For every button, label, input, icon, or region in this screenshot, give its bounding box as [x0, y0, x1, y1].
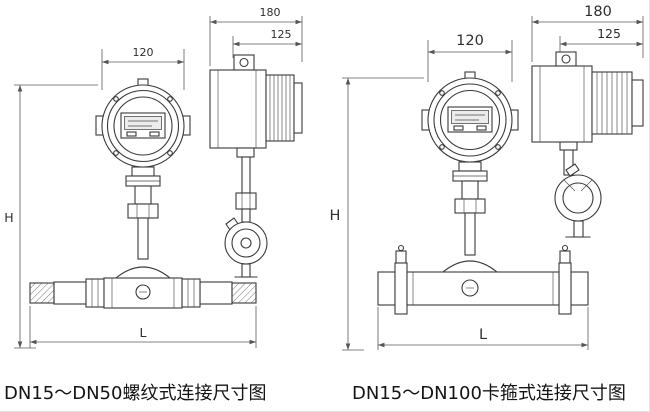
- head-bolt: [113, 96, 119, 102]
- cap-end: [293, 82, 303, 134]
- head-bolt: [167, 96, 173, 102]
- right-transmitter-head: [421, 71, 519, 163]
- stem-side: [563, 149, 574, 176]
- head-housing-side: [531, 65, 593, 143]
- right-dim-width: [427, 40, 513, 82]
- head-bolt: [113, 150, 119, 156]
- left-meter-body: [29, 166, 257, 309]
- left-height-label: H: [4, 210, 13, 225]
- cable-entry: [561, 54, 571, 64]
- left-dim-width: [101, 49, 185, 90]
- nameplate-mark: [135, 284, 151, 300]
- right-dim-length: [377, 307, 589, 350]
- left-dim-length: [29, 306, 257, 348]
- ferrule-right: [570, 271, 589, 306]
- hex-coupling: [127, 203, 159, 219]
- right-dim-depth: [531, 16, 644, 62]
- left-side-depth-label: 180: [260, 6, 281, 19]
- head-bolt: [495, 90, 501, 96]
- neck-side: [559, 141, 578, 151]
- left-side-body-label: 125: [271, 28, 292, 41]
- clamp-band-right: [558, 262, 572, 315]
- left-dim-body: [232, 36, 302, 58]
- right-front-view: 120 H L: [330, 33, 589, 351]
- neck: [458, 161, 482, 172]
- neck: [131, 166, 155, 177]
- right-front-width-label: 120: [456, 33, 484, 49]
- right-height-label: H: [330, 208, 341, 224]
- neck-side: [236, 147, 255, 158]
- right-side-depth-label: 180: [584, 4, 612, 20]
- thread-end-left: [29, 282, 55, 304]
- stem: [134, 185, 152, 205]
- panel-button: [453, 125, 464, 131]
- right-side-view: 180 125: [531, 4, 644, 238]
- left-transmitter-head: [95, 78, 191, 168]
- clamp-ring: [554, 174, 602, 222]
- left-length-label: L: [140, 325, 147, 340]
- head-bolt: [495, 144, 501, 150]
- right-dim-height: [342, 77, 424, 351]
- body-dome: [114, 266, 172, 279]
- right-length-label: L: [479, 327, 487, 343]
- caption-right: DN15～DN100卡箍式连接尺寸图: [352, 383, 626, 404]
- panel-button: [126, 131, 137, 137]
- left-side-meter: [209, 54, 303, 278]
- cable-entry: [239, 57, 249, 68]
- clamp-screw-left: [395, 250, 407, 264]
- head-bolt: [439, 144, 445, 150]
- head-bolt: [167, 150, 173, 156]
- pipe-left: [53, 281, 87, 305]
- caption-left: DN15～DN50螺纹式连接尺寸图: [4, 383, 266, 404]
- lcd-screen: [451, 110, 489, 124]
- left-front-view: 120 H L: [4, 46, 257, 349]
- left-side-view: 180 125: [209, 6, 303, 278]
- body-dome: [441, 260, 499, 273]
- right-meter-body: [377, 161, 589, 315]
- right-side-body-label: 125: [597, 26, 621, 41]
- pipe-cross-section: [224, 221, 268, 265]
- riser-rod: [137, 217, 149, 260]
- ferrule-left: [377, 271, 396, 306]
- left-front-width-label: 120: [133, 46, 154, 59]
- hex-coupling: [454, 198, 486, 214]
- nameplate-mark: [461, 279, 479, 297]
- meter-tube: [406, 271, 560, 306]
- clamp-screw-right: [559, 250, 571, 264]
- pipe-right: [199, 281, 233, 305]
- lcd-screen: [124, 116, 162, 130]
- ribbed-cap: [265, 74, 295, 142]
- terminal-box: [233, 54, 255, 71]
- panel-button: [476, 125, 487, 131]
- cap-end: [631, 79, 644, 127]
- clamp-band-left: [394, 262, 408, 315]
- riser-rod: [464, 212, 476, 256]
- stem-side: [241, 156, 251, 194]
- terminal-box: [555, 51, 577, 67]
- hex-nut-right: [181, 278, 201, 308]
- head-bolt: [439, 90, 445, 96]
- panel-button: [149, 131, 160, 137]
- meter-tube: [103, 277, 183, 309]
- hex-nut-left: [85, 278, 105, 308]
- clamp-bolt: [565, 163, 580, 177]
- right-side-meter: [531, 51, 644, 238]
- stem: [461, 180, 479, 200]
- head-housing-side: [209, 69, 267, 149]
- thread-end-right: [231, 282, 257, 304]
- left-dim-height: [14, 84, 98, 349]
- left-dim-depth: [209, 16, 303, 66]
- coupling-side: [235, 192, 257, 210]
